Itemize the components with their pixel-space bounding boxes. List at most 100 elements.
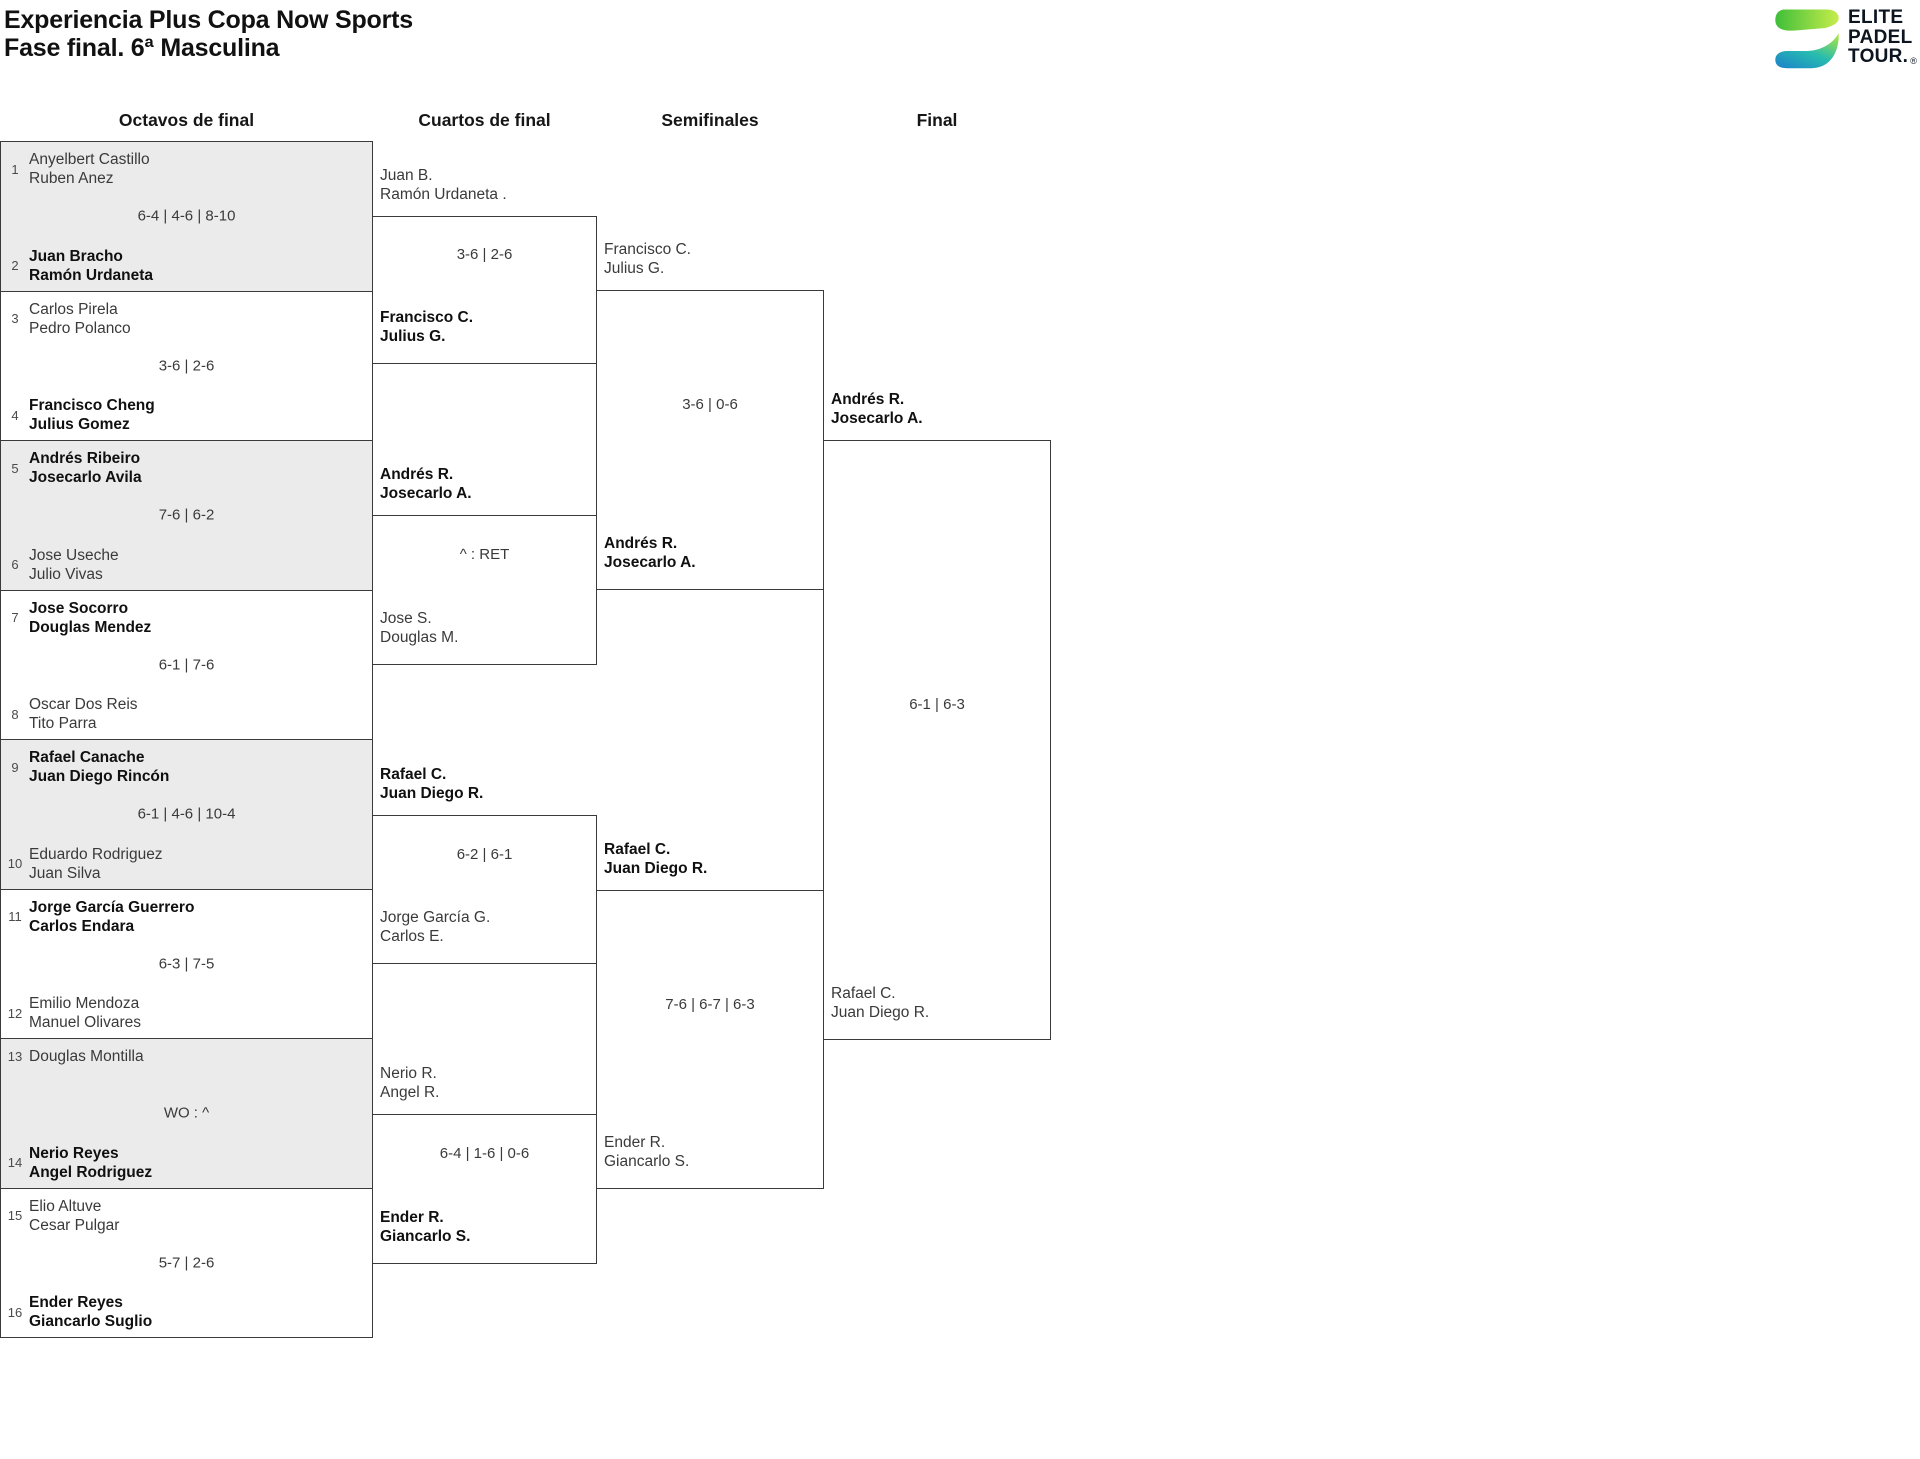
team-names: Oscar Dos Reis Tito Parra (29, 695, 138, 733)
player-name: Anyelbert Castillo (29, 151, 150, 168)
match-score: 6-1 | 4-6 | 10-4 (137, 805, 236, 823)
player-name: Jose S. (380, 610, 432, 627)
match-score: 5-7 | 2-6 (158, 1254, 215, 1272)
qf-match-4: Nerio R. Angel R. 6-4 | 1-6 | 0-6 Ender … (372, 1065, 597, 1264)
page-subtitle: Fase final. 6ª Masculina (4, 34, 280, 62)
player-name: Julius G. (380, 328, 446, 345)
player-name: Josecarlo A. (604, 554, 696, 571)
player-name: Jorge García Guerrero (29, 898, 195, 916)
match-score: 6-1 | 7-6 (158, 656, 215, 674)
seed-number: 2 (11, 258, 19, 273)
player-name: Carlos Endara (29, 917, 135, 935)
seed-number: 12 (7, 1005, 23, 1021)
match-score: 6-1 | 6-3 (909, 696, 965, 713)
r16-match-2: 3 Carlos Pirela Pedro Polanco 3-6 | 2-6 … (1, 292, 372, 441)
player-name: Manuel Olivares (29, 1014, 141, 1031)
player-name: Emilio Mendoza (29, 995, 140, 1012)
player-name: Francisco C. (604, 241, 691, 258)
player-name: Rafael C. (604, 841, 671, 858)
player-name: Francisco C. (380, 309, 474, 326)
player-name: Rafael Canache (29, 749, 145, 766)
player-name: Giancarlo Suglio (29, 1313, 153, 1330)
seed-number: 4 (11, 407, 19, 423)
player-name: Andrés Ribeiro (29, 450, 141, 467)
match-score: 3-6 | 0-6 (682, 396, 738, 413)
player-name: Josecarlo A. (831, 410, 923, 427)
r16-match-4: 7 Jose Socorro Douglas Mendez 6-1 | 7-6 … (1, 591, 372, 740)
team-names: Jose Socorro Douglas Mendez (29, 599, 151, 637)
player-name: Elio Altuve (29, 1197, 102, 1215)
seed-number: 8 (11, 706, 19, 722)
team-entry: 12 Emilio Mendoza Manuel Olivares (1, 994, 372, 1032)
r16-match-7: 13 Douglas Montilla WO : ^ 14 Nerio Reye… (1, 1039, 372, 1189)
player-name: Nerio R. (380, 1065, 437, 1082)
team-names: Juan Bracho Ramón Urdaneta (29, 247, 153, 285)
player-name: Oscar Dos Reis (29, 696, 138, 713)
player-name: Andrés R. (604, 535, 678, 552)
logo-word-elite: ELITE (1848, 7, 1904, 28)
match-score: 3-6 | 2-6 (456, 246, 513, 263)
page-title: Experiencia Plus Copa Now Sports (4, 6, 413, 34)
team-entry: 16 Ender Reyes Giancarlo Suglio (1, 1293, 372, 1331)
logo-word-padel: PADEL (1848, 26, 1913, 48)
elite-padel-tour-wordmark: ELITE PADEL TOUR.® (1848, 8, 1917, 70)
team-names: Anyelbert Castillo Ruben Anez (29, 150, 150, 188)
match-score: 6-3 | 7-5 (158, 955, 215, 973)
player-name: Angel R. (380, 1084, 440, 1101)
column-header-semifinales: Semifinales (661, 110, 759, 130)
seed-number: 3 (11, 311, 19, 326)
registered-mark: ® (1910, 56, 1918, 66)
title-block: Experiencia Plus Copa Now Sports Fase fi… (4, 6, 413, 62)
player-name: Ramón Urdaneta . (380, 186, 507, 203)
team-names: Jose Useche Julio Vivas (29, 546, 119, 584)
player-name: Julius G. (604, 260, 665, 277)
team-entry: 10 Eduardo Rodriguez Juan Silva (1, 845, 372, 883)
match-score: 6-4 | 4-6 | 8-10 (137, 207, 236, 225)
player-name: Juan Diego Rincón (29, 768, 170, 785)
team-names: Elio Altuve Cesar Pulgar (29, 1197, 119, 1235)
team-entry: 3 Carlos Pirela Pedro Polanco (1, 300, 372, 338)
match-score: ^ : RET (459, 546, 510, 563)
player-name: Francisco Cheng (29, 397, 155, 414)
match-score: 7-6 | 6-7 | 6-3 (665, 995, 755, 1013)
match-score: 6-4 | 1-6 | 0-6 (439, 1145, 530, 1162)
qf3-bottom-team: Jorge García G. Carlos E. (380, 908, 490, 946)
player-name: Douglas Montilla (29, 1048, 144, 1065)
player-name: Andrés R. (380, 466, 454, 483)
sf1-bottom-team: Andrés R. Josecarlo A. (604, 534, 696, 572)
team-entry: 15 Elio Altuve Cesar Pulgar (1, 1197, 372, 1235)
player-name: Carlos Pirela (29, 300, 118, 318)
seed-number: 16 (7, 1304, 23, 1320)
player-name: Jorge García G. (380, 909, 491, 926)
player-name: Ender Reyes (29, 1294, 123, 1311)
elite-padel-tour-logo: ELITE PADEL TOUR.® (1774, 8, 1917, 70)
match-score: 7-6 | 6-2 (158, 506, 215, 524)
team-names: Ender Reyes Giancarlo Suglio (29, 1293, 152, 1331)
qf4-top-team: Nerio R. Angel R. (380, 1064, 439, 1102)
qf2-bottom-team: Jose S. Douglas M. (380, 609, 458, 647)
column-header-octavos: Octavos de final (118, 110, 255, 130)
seed-number: 9 (11, 759, 19, 775)
qf-match-3: Rafael C. Juan Diego R. 6-2 | 6-1 Jorge … (372, 766, 597, 964)
team-entry: 13 Douglas Montilla (1, 1047, 372, 1066)
qf-match-1: Juan B. Ramón Urdaneta . 3-6 | 2-6 Franc… (372, 167, 597, 364)
team-entry: 7 Jose Socorro Douglas Mendez (1, 599, 372, 637)
player-name: Josecarlo Avila (29, 469, 142, 486)
match-score: 6-2 | 6-1 (456, 845, 513, 863)
team-names: Eduardo Rodriguez Juan Silva (29, 845, 163, 883)
seed-number: 5 (11, 460, 19, 476)
player-name: Ender R. (380, 1209, 444, 1226)
seed-number: 15 (7, 1208, 23, 1223)
team-names: Rafael Canache Juan Diego Rincón (29, 748, 169, 786)
team-names: Francisco Cheng Julius Gomez (29, 396, 155, 434)
team-names: Nerio Reyes Angel Rodriguez (29, 1144, 152, 1182)
qf1-bottom-team: Francisco C. Julius G. (380, 308, 473, 346)
player-name: Douglas M. (380, 629, 459, 646)
final-match: Andrés R. Josecarlo A. 6-1 | 6-3 Rafael … (823, 391, 1051, 1040)
team-entry: 8 Oscar Dos Reis Tito Parra (1, 695, 372, 733)
player-name: Ramón Urdaneta (29, 266, 154, 284)
seed-number: 7 (11, 610, 19, 625)
player-name: Giancarlo S. (380, 1228, 471, 1245)
r16-match-6: 11 Jorge García Guerrero Carlos Endara 6… (1, 890, 372, 1039)
player-name: Juan Diego R. (604, 860, 708, 877)
